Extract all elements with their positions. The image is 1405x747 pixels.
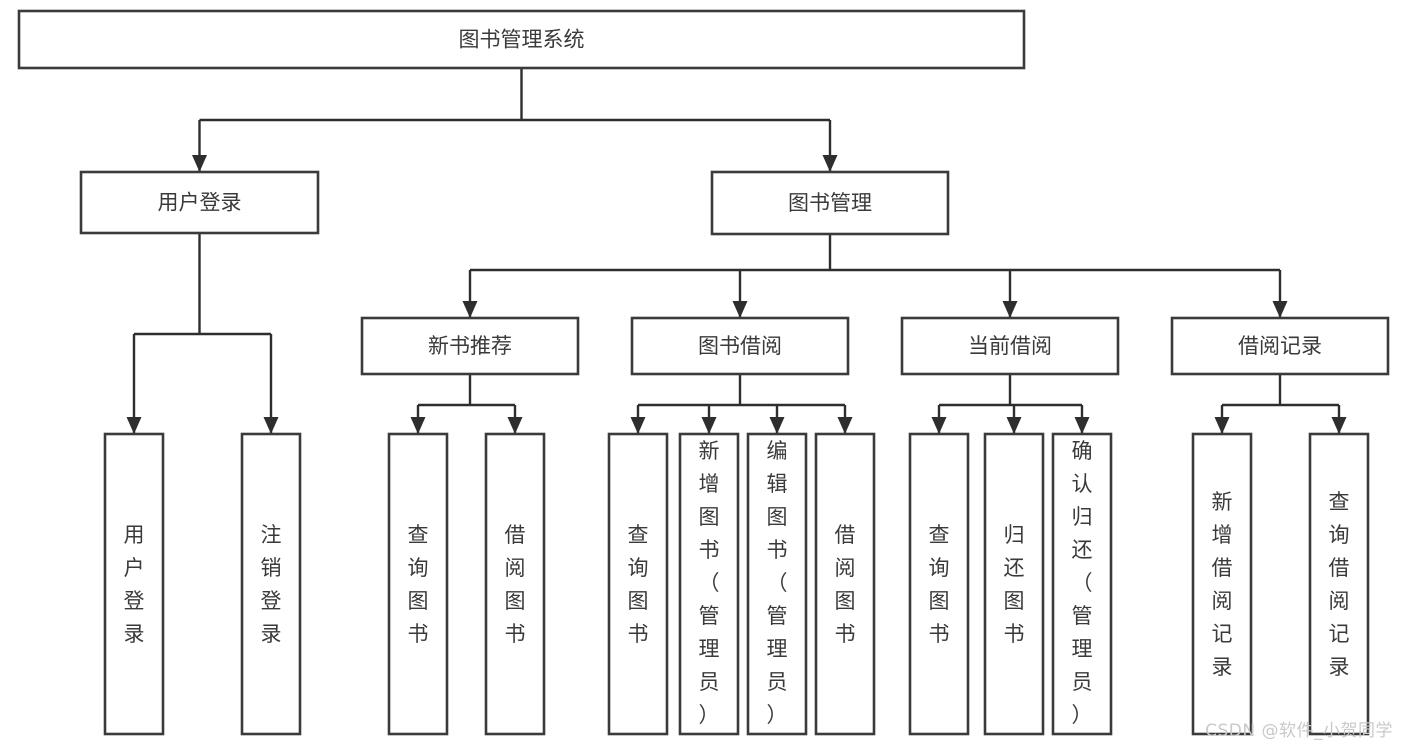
node-leaf-return-book[interactable]: 归还图书 (983, 432, 1045, 736)
arrow-head-icon (1006, 417, 1022, 434)
node-label: 图书管理系统 (459, 28, 585, 52)
node-leaf-borrow-book-1[interactable]: 借阅图书 (484, 432, 546, 736)
node-label: 注销登录 (261, 523, 282, 646)
node-label: 当前借阅 (968, 334, 1052, 358)
node-box (103, 432, 165, 736)
edge-group-root (192, 68, 838, 172)
node-box (900, 316, 1120, 376)
arrow-head-icon (1272, 301, 1288, 318)
arrow-head-icon (1214, 417, 1230, 434)
node-label: 新书推荐 (428, 334, 512, 358)
node-leaf-logout[interactable]: 注销登录 (240, 432, 302, 736)
arrow-head-icon (507, 417, 523, 434)
edge-group-borrow-record (1214, 374, 1347, 434)
node-borrow-record[interactable]: 借阅记录 (1170, 316, 1390, 376)
arrow-head-icon (732, 301, 748, 318)
arrow-head-icon (192, 155, 207, 172)
node-label: 图书借阅 (698, 334, 782, 358)
node-label: 查询图书 (408, 523, 429, 646)
node-box (1191, 432, 1253, 736)
node-leaf-borrow-book-2[interactable]: 借阅图书 (814, 432, 876, 736)
node-leaf-user-login[interactable]: 用户登录 (103, 432, 165, 736)
arrow-head-icon (410, 417, 426, 434)
node-label: 图书管理 (788, 191, 872, 215)
node-label: 查询图书 (628, 523, 649, 646)
node-label: 新增图书（管理员） (699, 439, 720, 727)
edge-group-user-login (126, 233, 279, 434)
arrow-head-icon (263, 417, 279, 434)
node-label: 借阅图书 (505, 523, 526, 646)
node-box (79, 170, 320, 235)
node-book-manage[interactable]: 图书管理 (710, 170, 950, 236)
node-box (814, 432, 876, 736)
node-label: 用户登录 (158, 191, 242, 215)
node-box (360, 316, 580, 376)
node-current-borrow[interactable]: 当前借阅 (900, 316, 1120, 376)
node-label: 归还图书 (1004, 523, 1025, 646)
node-leaf-edit-book[interactable]: 编辑图书（管理员） (746, 432, 808, 736)
node-book-borrow[interactable]: 图书借阅 (630, 316, 850, 376)
arrow-head-icon (126, 417, 142, 434)
node-label: 确认归还（管理员） (1072, 439, 1093, 727)
edge-group-current-borrow (931, 374, 1090, 434)
arrow-head-icon (837, 417, 853, 434)
node-box (607, 432, 669, 736)
node-box (484, 432, 546, 736)
node-leaf-query-record[interactable]: 查询借阅记录 (1308, 432, 1370, 736)
arrow-head-icon (462, 301, 478, 318)
node-user-login[interactable]: 用户登录 (79, 170, 320, 235)
node-box (746, 432, 808, 736)
node-root[interactable]: 图书管理系统 (17, 9, 1026, 70)
csdn-watermark: CSDN @软件_小贺同学 (1205, 721, 1393, 741)
arrow-head-icon (822, 155, 838, 172)
node-leaf-query-book-1[interactable]: 查询图书 (387, 432, 449, 736)
node-box (630, 316, 850, 376)
edge-group-book-manage (462, 234, 1288, 318)
edge-group-new-book-recommend (410, 374, 523, 434)
connector-layer (126, 68, 1347, 434)
node-label: 用户登录 (124, 523, 145, 646)
arrow-head-icon (1074, 417, 1090, 434)
node-box (1051, 432, 1113, 736)
node-box (240, 432, 302, 736)
arrow-head-icon (931, 417, 947, 434)
node-label: 借阅图书 (835, 523, 856, 646)
node-label: 查询借阅记录 (1329, 490, 1350, 679)
node-label: 新增借阅记录 (1212, 490, 1233, 679)
node-box (678, 432, 740, 736)
node-label: 编辑图书（管理员） (767, 439, 788, 727)
arrow-head-icon (1002, 301, 1018, 318)
node-leaf-add-book[interactable]: 新增图书（管理员） (678, 432, 740, 736)
node-label: 借阅记录 (1238, 334, 1322, 358)
node-box (710, 170, 950, 236)
arrow-head-icon (630, 417, 646, 434)
arrow-head-icon (701, 417, 717, 434)
node-box (983, 432, 1045, 736)
node-leaf-add-record[interactable]: 新增借阅记录 (1191, 432, 1253, 736)
arrow-head-icon (769, 417, 785, 434)
node-leaf-confirm-return[interactable]: 确认归还（管理员） (1051, 432, 1113, 736)
node-new-book-recommend[interactable]: 新书推荐 (360, 316, 580, 376)
node-leaf-query-book-2[interactable]: 查询图书 (607, 432, 669, 736)
node-box (908, 432, 970, 736)
edge-group-book-borrow (630, 374, 853, 434)
node-box (1308, 432, 1370, 736)
node-box (387, 432, 449, 736)
node-box (1170, 316, 1390, 376)
node-box (17, 9, 1026, 70)
node-layer: 图书管理系统用户登录图书管理新书推荐图书借阅当前借阅借阅记录用户登录注销登录查询… (17, 9, 1390, 736)
arrow-head-icon (1331, 417, 1347, 434)
node-leaf-query-book-3[interactable]: 查询图书 (908, 432, 970, 736)
node-label: 查询图书 (929, 523, 950, 646)
